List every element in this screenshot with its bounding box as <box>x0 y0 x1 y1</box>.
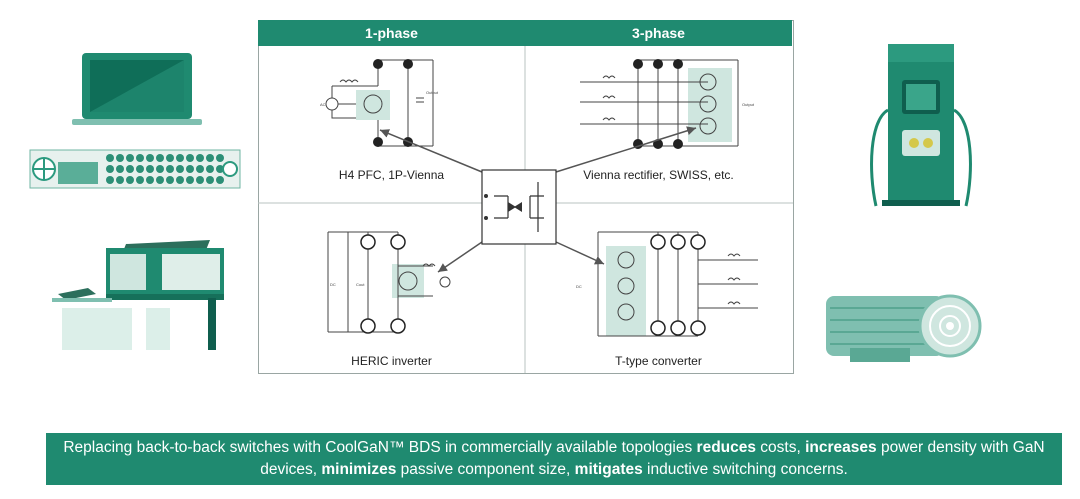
heric-cout-label: Cout <box>356 282 365 287</box>
caption-heric: HERIC inverter <box>351 354 432 368</box>
h4pfc-schematic <box>325 59 434 147</box>
caption-h4pfc: H4 PFC, 1P-Vienna <box>338 168 445 182</box>
h4pfc-ac-label: AC <box>320 102 326 107</box>
server-rack-icon <box>29 149 241 189</box>
banner-text-5: inductive switching concerns. <box>642 461 848 478</box>
banner-text-3: power density with GaN devices, <box>260 439 1045 478</box>
vienna-schematic <box>580 59 739 147</box>
motor-icon <box>826 294 982 362</box>
topology-diagram: Output AC Output DC Cout DC <box>258 46 793 373</box>
banner-text-4: passive component size, <box>396 461 575 478</box>
banner-text-2: costs, <box>756 439 806 456</box>
arrow-to-ttype <box>555 241 605 265</box>
summary-banner: Replacing back-to-back switches with Coo… <box>46 433 1062 485</box>
house-solar-icon <box>52 240 224 350</box>
ttype-schematic <box>597 231 758 337</box>
bds-switch-icon <box>481 169 557 245</box>
arrow-to-vienna <box>555 126 697 173</box>
heric-schematic <box>327 231 451 333</box>
banner-bold-increases: increases <box>805 439 877 456</box>
h4pfc-switches <box>373 59 413 147</box>
arrow-to-heric <box>437 241 483 273</box>
caption-ttype: T-type converter <box>615 354 702 368</box>
banner-bold-minimizes: minimizes <box>321 461 397 478</box>
heric-dc-label: DC <box>330 282 336 287</box>
banner-text-1: Replacing back-to-back switches with Coo… <box>63 439 697 456</box>
banner-bold-reduces: reduces <box>696 439 756 456</box>
ev-charger-icon <box>870 44 972 207</box>
ttype-dc-label: DC <box>576 284 582 289</box>
laptop-icon <box>72 53 202 125</box>
banner-bold-mitigates: mitigates <box>574 461 643 478</box>
heric-switches <box>360 234 406 334</box>
ttype-switches <box>650 234 706 336</box>
vienna-output-label: Output <box>742 102 755 107</box>
h4pfc-output-label: Output <box>426 90 439 95</box>
arrow-to-h4pfc <box>379 129 483 173</box>
one-phase-header: 1-phase <box>258 20 525 46</box>
caption-vienna: Vienna rectifier, SWISS, etc. <box>583 168 734 182</box>
three-phase-header: 3-phase <box>525 20 792 46</box>
